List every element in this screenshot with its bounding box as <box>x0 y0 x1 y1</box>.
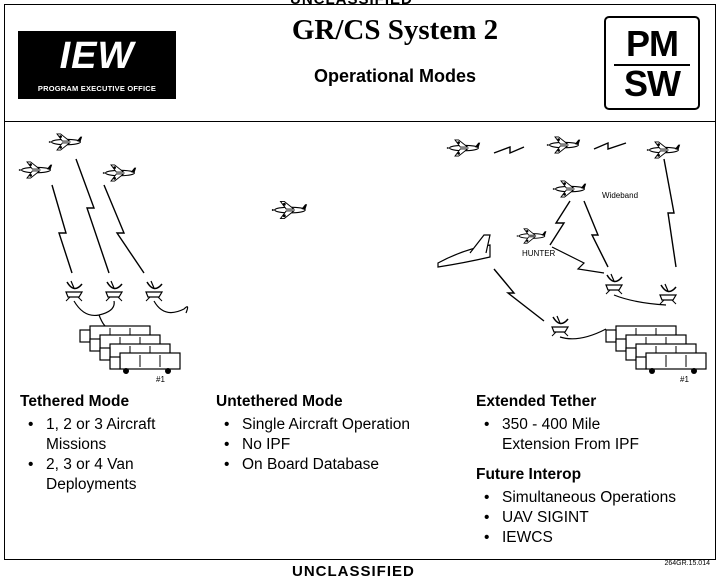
tethered-ground-antennas <box>65 280 189 329</box>
iew-logo-subtext: PROGRAM EXECUTIVE OFFICE <box>37 84 157 93</box>
untethered-mode-title: Untethered Mode <box>216 393 343 410</box>
extended-link-bolts <box>493 158 677 322</box>
extended-tether-section: Extended Tether 350 - 400 Mile Extension… <box>476 392 711 548</box>
pmsw-logo-line1: PM <box>626 23 679 64</box>
document-id: 264GR.15.014 <box>664 560 710 567</box>
tethered-van-convoy: #1 <box>79 325 181 384</box>
tethered-mode-title: Tethered Mode <box>20 393 130 410</box>
extended-tether-title: Extended Tether <box>476 393 597 410</box>
antenna-icon <box>145 280 163 302</box>
aircraft-icon <box>546 136 581 154</box>
van-tag-right: #1 <box>680 375 689 384</box>
iew-logo: IEW PROGRAM EXECUTIVE OFFICE <box>18 31 176 99</box>
tethered-mode-section: Tethered Mode 1, 2 or 3 Aircraft Mission… <box>20 392 205 495</box>
page-subtitle: Operational Modes <box>313 66 477 86</box>
aircraft-icon <box>646 141 681 159</box>
list-item: 2, 3 or 4 Van Deployments <box>20 455 205 495</box>
iew-logo-text: IEW <box>59 35 135 77</box>
antenna-icon <box>551 315 569 337</box>
aircraft-icon <box>446 139 481 157</box>
untethered-mode-section: Untethered Mode Single Aircraft Operatio… <box>216 392 466 475</box>
extended-tether-list: 350 - 400 Mile Extension From IPF <box>476 415 711 455</box>
future-interop-list: Simultaneous Operations UAV SIGINT IEWCS <box>476 488 711 548</box>
aircraft-icon <box>48 133 83 151</box>
tethered-mode-list: 1, 2 or 3 Aircraft Missions 2, 3 or 4 Va… <box>20 415 205 495</box>
hunter-label: HUNTER <box>522 249 556 258</box>
van-icon <box>635 352 707 375</box>
future-interop-title: Future Interop <box>476 466 582 483</box>
untethered-mode-list: Single Aircraft Operation No IPF On Boar… <box>216 415 466 475</box>
slide-frame <box>4 4 716 560</box>
aircraft-icon <box>102 164 137 182</box>
wideband-aircraft-icon <box>552 180 587 198</box>
single-aircraft-icon <box>271 200 308 220</box>
list-item: 350 - 400 Mile Extension From IPF <box>476 415 662 455</box>
tethered-link-bolts <box>51 158 145 274</box>
van-tag-left: #1 <box>156 375 165 384</box>
pmsw-logo-line2: SW <box>624 63 681 104</box>
hunter-uav-icon <box>516 228 547 244</box>
antenna-icon <box>65 280 83 302</box>
antenna-icon <box>659 283 677 305</box>
list-item: Simultaneous Operations <box>476 488 711 508</box>
list-item: 1, 2 or 3 Aircraft Missions <box>20 415 176 455</box>
van-icon <box>109 352 181 375</box>
extended-ground-antennas <box>551 273 677 340</box>
antenna-icon <box>605 273 623 295</box>
page-title: GR/CS System 2 <box>291 14 499 46</box>
antenna-icon <box>105 280 123 302</box>
list-item: No IPF <box>216 435 466 455</box>
aircraft-icon <box>18 161 53 179</box>
shuttle-icon <box>437 234 491 268</box>
pmsw-logo: PM SW <box>604 16 700 110</box>
list-item: IEWCS <box>476 528 711 548</box>
tethered-aircraft-group <box>18 133 137 182</box>
extended-van-convoy: #1 <box>605 325 707 384</box>
list-item: On Board Database <box>216 455 466 475</box>
header-divider <box>4 121 716 122</box>
pmsw-logo-divider <box>614 64 690 66</box>
wideband-label: Wideband <box>602 191 638 200</box>
list-item: UAV SIGINT <box>476 508 711 528</box>
operational-modes-diagram: #1 Wideband HUNTER #1 <box>18 133 707 384</box>
relay-aircraft-chain <box>446 136 681 159</box>
list-item: Single Aircraft Operation <box>216 415 466 435</box>
